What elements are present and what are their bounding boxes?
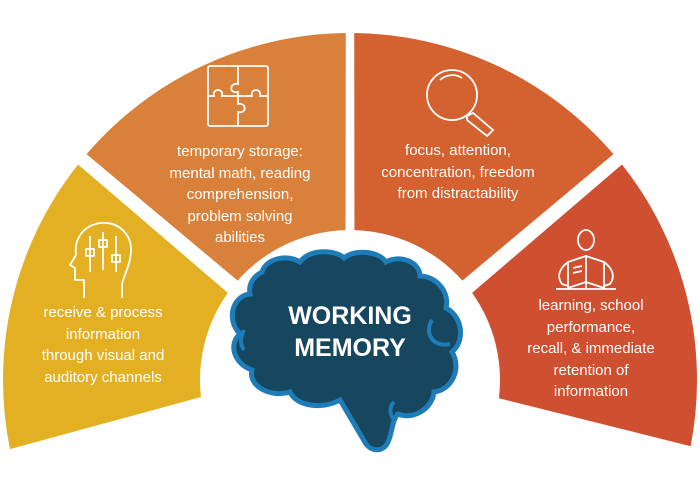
person-reading-icon	[556, 229, 616, 290]
text-line: recall, & immediate	[527, 340, 655, 357]
text-line: from distractability	[397, 185, 519, 202]
text-line: auditory channels	[44, 368, 162, 386]
segment-storage	[86, 33, 346, 281]
brain-fold	[388, 400, 397, 422]
text-line: performance,	[546, 318, 636, 336]
segment-input	[2, 164, 228, 450]
segment-attention	[354, 33, 614, 281]
text-line: receive & process	[43, 304, 163, 321]
brain-fold	[239, 329, 246, 352]
segment-learning	[472, 164, 697, 447]
brain-shape	[229, 249, 463, 453]
text-line: concentration, freedom	[381, 163, 535, 181]
text-line: learning, school	[538, 297, 644, 314]
center-title-line1: WORKING	[288, 302, 412, 330]
text-line: information	[65, 325, 141, 343]
puzzle-icon	[207, 65, 269, 127]
head-sliders-icon	[69, 222, 132, 298]
segment-text-learning: learning, school performance, recall, & …	[527, 295, 655, 403]
text-line: through visual and	[41, 347, 165, 364]
center-title: WORKING MEMORY	[288, 300, 412, 364]
text-line: comprehension,	[186, 186, 294, 203]
center-title-line2: MEMORY	[294, 334, 406, 362]
text-line: focus, attention,	[405, 142, 511, 159]
segment-text-storage: temporary storage: mental math, reading …	[170, 141, 311, 249]
text-line: mental math, reading	[169, 164, 311, 182]
segment-text-attention: focus, attention, concentration, freedom…	[381, 140, 534, 205]
segment-text-input: receive & process information through vi…	[42, 302, 165, 388]
magnifying-glass-icon	[426, 69, 495, 138]
text-line: abilities	[214, 229, 266, 246]
text-line: information	[553, 383, 629, 400]
text-line: problem solving	[187, 207, 293, 225]
brain-fold	[426, 318, 451, 347]
text-line: retention of	[553, 361, 629, 379]
text-line: temporary storage:	[177, 143, 303, 160]
